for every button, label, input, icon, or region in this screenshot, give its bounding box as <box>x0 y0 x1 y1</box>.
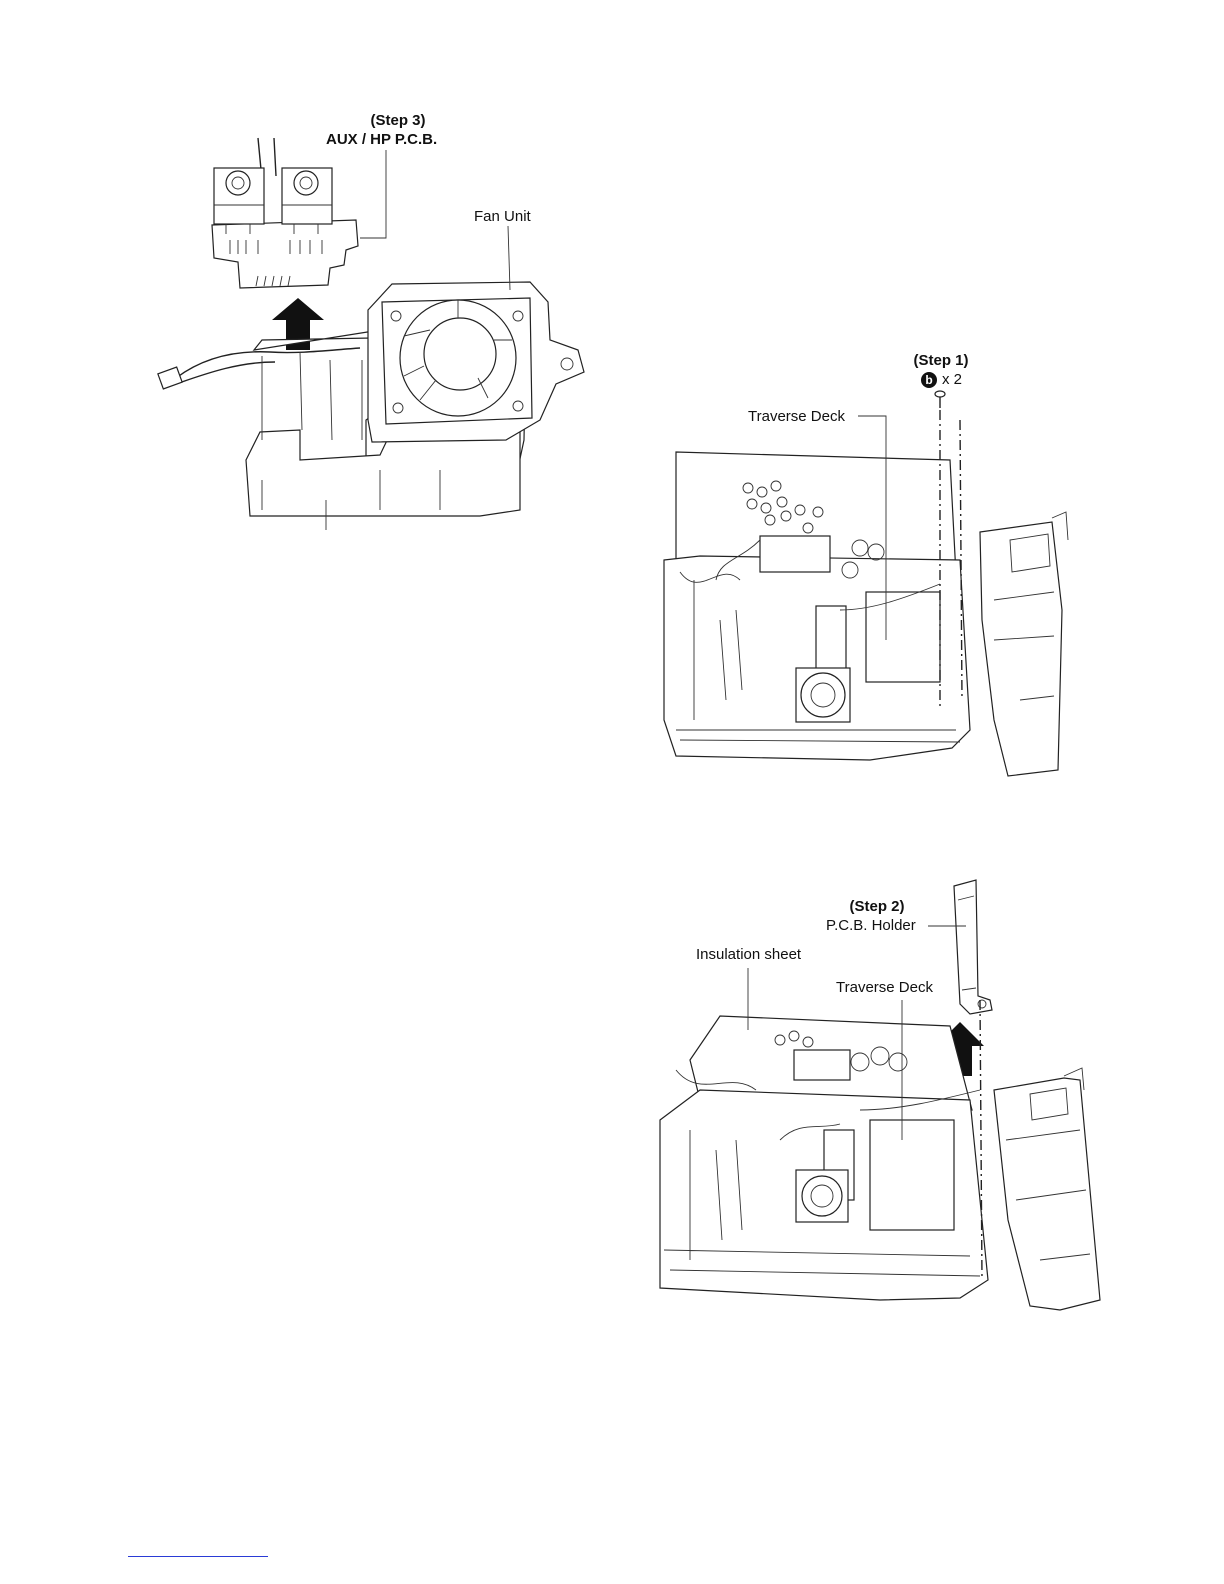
footer-link-underline[interactable] <box>128 1556 268 1557</box>
figure-3-step-label: (Step 2) <box>842 898 912 916</box>
figure-3-pcb-holder-label: P.C.B. Holder <box>826 917 916 935</box>
figure-3-insulation-sheet-label: Insulation sheet <box>696 946 801 964</box>
figure-3-traverse-deck-label: Traverse Deck <box>836 979 933 997</box>
